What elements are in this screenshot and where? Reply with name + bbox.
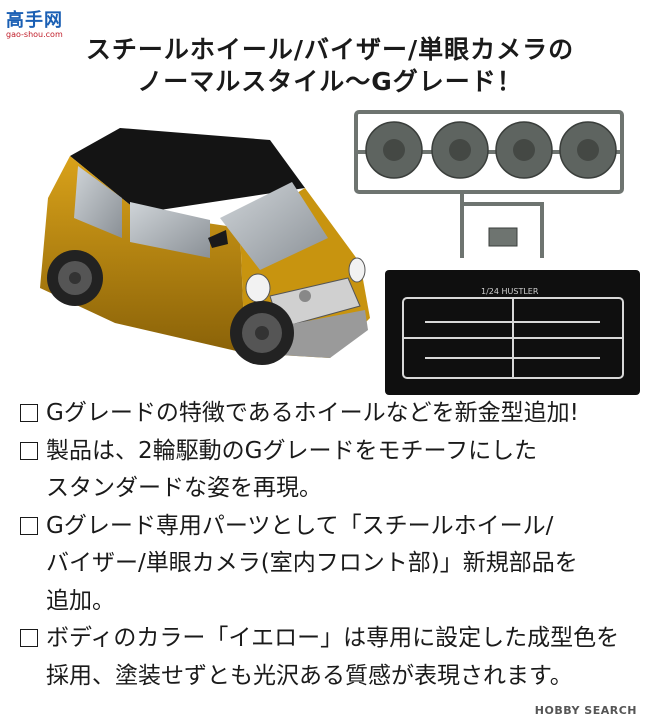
feature-text: スタンダードな姿を再現。 xyxy=(46,475,322,501)
feature-item: Gグレード専用パーツとして「スチールホイール/ バイザー/単眼カメラ(室内フロン… xyxy=(18,508,643,621)
feature-text: 採用、塗装せずとも光沢ある質感が表現されます。 xyxy=(46,662,573,689)
feature-item: 製品は、2輪駆動のGグレードをモチーフにした スタンダードな姿を再現。 xyxy=(18,433,643,508)
headline-line-1: スチールホイール/バイザー/単眼カメラの xyxy=(85,35,575,64)
clear-parts-frame: 1/24 HUSTLER xyxy=(385,270,640,395)
car-illustration xyxy=(40,128,370,365)
feature-text: 製品は、2輪駆動のGグレードをモチーフにした xyxy=(46,437,538,464)
checkbox-square-icon xyxy=(20,516,38,535)
site-logo: 高手网 gao-shou.com xyxy=(6,6,76,40)
feature-text: 追加。 xyxy=(46,587,115,614)
checkbox-square-icon xyxy=(20,404,38,422)
checkbox-square-icon xyxy=(20,629,38,647)
logo-text: 高手网 xyxy=(6,10,63,31)
feature-text: Gグレードの特徴であるホイールなどを新金型追加! xyxy=(46,400,579,426)
watermark: HOBBY SEARCH xyxy=(534,704,637,717)
feature-text: ボディのカラー「イエロー」は専用に設定した成型色を xyxy=(46,625,620,651)
wheel-sprue-illustration xyxy=(354,110,624,258)
feature-text: Gグレード専用パーツとして「スチールホイール/ xyxy=(46,512,554,539)
feature-text: バイザー/単眼カメラ(室内フロント部)」新規部品を xyxy=(46,550,578,576)
frame-label: 1/24 HUSTLER xyxy=(481,287,539,296)
logo-url: gao-shou.com xyxy=(6,30,63,39)
feature-item: Gグレードの特徴であるホイールなどを新金型追加! xyxy=(18,395,643,433)
feature-list: Gグレードの特徴であるホイールなどを新金型追加! 製品は、2輪駆動のGグレードを… xyxy=(18,395,643,695)
checkbox-square-icon xyxy=(20,441,38,460)
headline-line-2: ノーマルスタイル〜Gグレード！ xyxy=(137,67,523,96)
clear-parts-illustration: 1/24 HUSTLER xyxy=(402,287,624,379)
feature-item: ボディのカラー「イエロー」は専用に設定した成型色を 採用、塗装せずとも光沢ある質… xyxy=(18,620,643,695)
